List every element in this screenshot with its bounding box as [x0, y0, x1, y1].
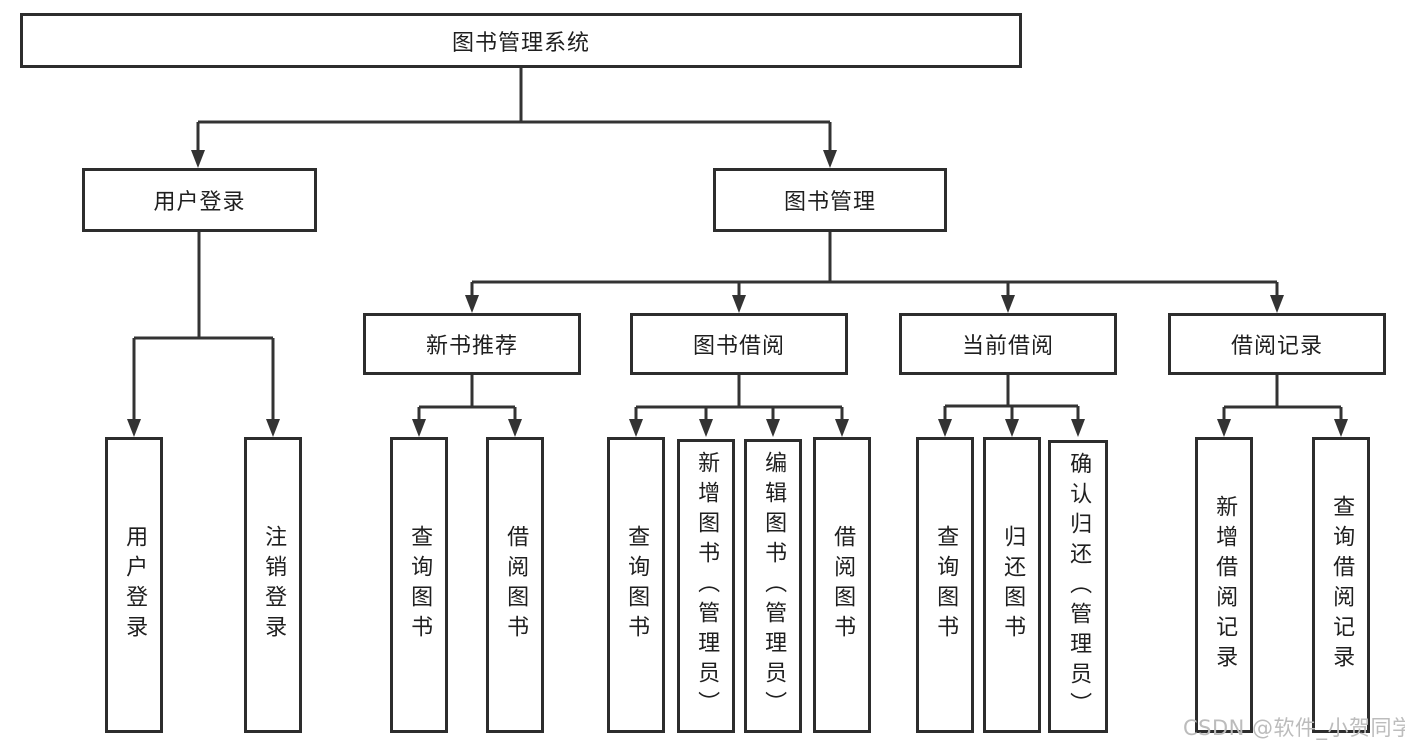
- leaf-borrow-books-recommend-label: 借阅图书: [503, 525, 529, 645]
- leaf-query-books-borrow-label: 查询图书: [624, 525, 650, 645]
- leaf-borrow-books-label: 借阅图书: [830, 525, 856, 645]
- leaf-logout: 注销登录: [244, 437, 302, 733]
- leaf-confirm-return-admin-label: 确认归还（管理员）: [1066, 451, 1092, 722]
- leaf-add-borrow-record: 新增借阅记录: [1195, 437, 1253, 733]
- leaf-query-books-recommend: 查询图书: [390, 437, 448, 733]
- leaf-add-borrow-record-label: 新增借阅记录: [1212, 495, 1238, 675]
- leaf-query-books-recommend-label: 查询图书: [407, 525, 433, 645]
- leaf-confirm-return-admin: 确认归还（管理员）: [1048, 440, 1108, 733]
- leaf-borrow-books-recommend: 借阅图书: [486, 437, 544, 733]
- leaf-user-login: 用户登录: [105, 437, 163, 733]
- node-book-management: 图书管理: [713, 168, 947, 232]
- leaf-add-book-admin-label: 新增图书（管理员）: [694, 451, 720, 721]
- node-borrow-records: 借阅记录: [1168, 313, 1386, 375]
- leaf-return-books-label: 归还图书: [1000, 525, 1026, 645]
- leaf-query-borrow-record: 查询借阅记录: [1312, 437, 1370, 733]
- node-new-book-recommend: 新书推荐: [363, 313, 581, 375]
- leaf-query-books-current: 查询图书: [916, 437, 974, 733]
- leaf-add-book-admin: 新增图书（管理员）: [677, 439, 735, 733]
- leaf-user-login-label: 用户登录: [122, 525, 148, 645]
- csdn-watermark: CSDN @软件_小贺同学: [1183, 716, 1405, 740]
- leaf-borrow-books: 借阅图书: [813, 437, 871, 733]
- node-library-management-system: 图书管理系统: [20, 13, 1022, 68]
- leaf-edit-book-admin-label: 编辑图书（管理员）: [761, 451, 787, 721]
- leaf-return-books: 归还图书: [983, 437, 1041, 733]
- leaf-query-books-current-label: 查询图书: [933, 525, 959, 645]
- leaf-edit-book-admin: 编辑图书（管理员）: [744, 439, 802, 733]
- leaf-query-borrow-record-label: 查询借阅记录: [1329, 495, 1355, 675]
- node-current-borrow: 当前借阅: [899, 313, 1117, 375]
- leaf-query-books-borrow: 查询图书: [607, 437, 665, 733]
- node-user-login: 用户登录: [82, 168, 317, 232]
- node-book-borrow: 图书借阅: [630, 313, 848, 375]
- leaf-logout-label: 注销登录: [261, 525, 287, 645]
